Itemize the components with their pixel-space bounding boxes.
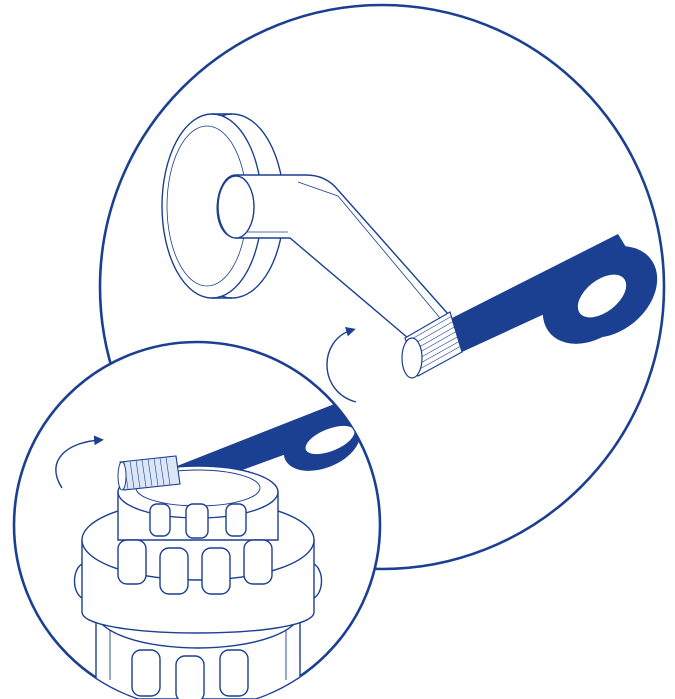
filter-threaded-stub <box>118 456 180 490</box>
